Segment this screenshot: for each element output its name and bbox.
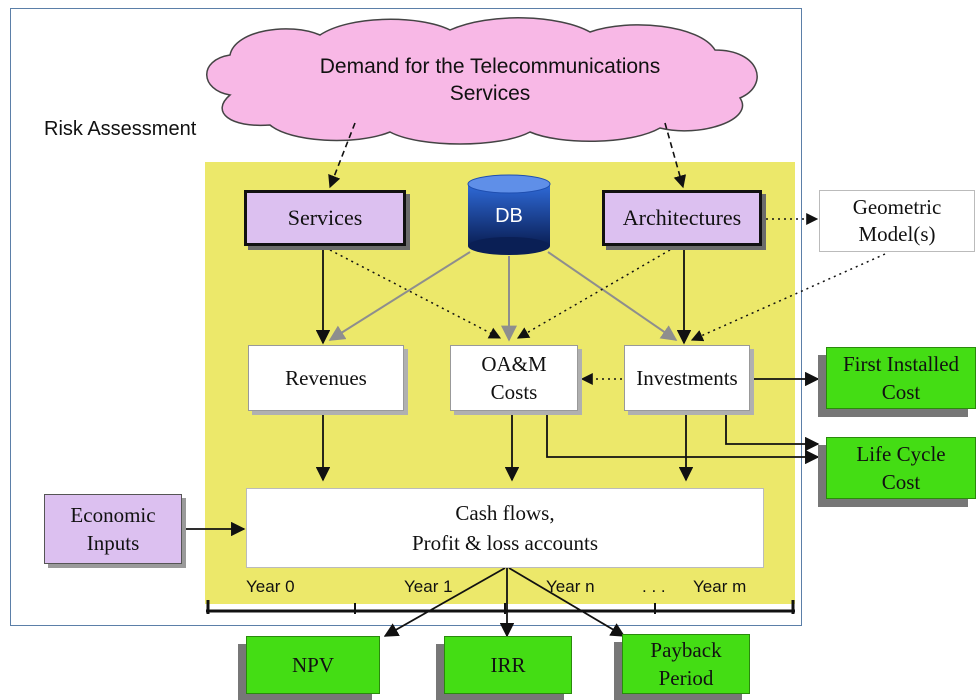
life-cycle-line1: Life Cycle [856, 442, 946, 466]
services-to-oam-dotted [329, 249, 502, 339]
demand-cloud-line1: Demand for the Telecommunications [319, 55, 661, 78]
payback-line1: Payback [650, 638, 722, 662]
geometric-line2: Model(s) [858, 222, 936, 246]
services-box: Services [244, 190, 406, 246]
year-dots-label: . . . [642, 577, 666, 596]
payback-period-box: Payback Period [622, 634, 750, 694]
oam-costs-box: OA&M Costs [450, 345, 578, 411]
economic-inputs-box: Economic Inputs [44, 494, 182, 564]
timeline-axis [206, 600, 795, 614]
oam-to-life-cycle-arrow [546, 414, 820, 465]
architectures-label: Architectures [622, 205, 742, 230]
year-n-label: Year n [546, 577, 595, 596]
revenues-box: Revenues [248, 345, 404, 411]
irr-label: IRR [490, 653, 526, 677]
npv-label: NPV [291, 653, 334, 677]
oam-line2: Costs [490, 380, 538, 404]
demand-cloud-line2: Services [449, 82, 531, 105]
year-0-label: Year 0 [246, 577, 295, 596]
investments-label: Investments [636, 365, 738, 390]
first-installed-line2: Cost [881, 380, 921, 404]
geometric-line1: Geometric [852, 195, 942, 219]
demand-cloud [206, 17, 758, 145]
revenues-label: Revenues [285, 365, 367, 390]
investments-box: Investments [624, 345, 750, 411]
risk-assessment-label: Risk Assessment [44, 118, 197, 140]
architectures-box: Architectures [602, 190, 762, 246]
cashflows-line2: Profit & loss accounts [411, 531, 599, 555]
demand-cloud-label: Demand for the Telecommunications Servic… [250, 50, 730, 110]
economic-line1: Economic [70, 503, 156, 527]
life-cycle-line2: Cost [881, 470, 921, 494]
oam-line1: OA&M [481, 352, 547, 376]
year-1-label: Year 1 [404, 577, 453, 596]
geometric-models-box: Geometric Model(s) [819, 190, 975, 252]
economic-line2: Inputs [86, 531, 140, 555]
services-label: Services [287, 205, 363, 230]
npv-box: NPV [246, 636, 380, 694]
payback-line2: Period [658, 666, 714, 690]
cloud-to-architectures-arrow [664, 122, 687, 189]
cashflows-line1: Cash flows, [455, 501, 555, 525]
year-m-label: Year m [693, 577, 747, 596]
first-installed-cost-box: First Installed Cost [826, 347, 976, 409]
life-cycle-cost-box: Life Cycle Cost [826, 437, 976, 499]
cashflows-to-npv-arrow [383, 567, 506, 637]
risk-assessment-frame [10, 8, 802, 626]
irr-box: IRR [444, 636, 572, 694]
architectures-to-oam-dotted [516, 249, 671, 339]
geometric-to-investments-dotted [690, 253, 886, 342]
db-label: DB [495, 204, 523, 227]
cloud-to-services-arrow [328, 122, 356, 189]
cashflows-to-payback-arrow [508, 567, 626, 637]
first-installed-line1: First Installed [842, 352, 960, 376]
investments-to-life-cycle-arrow [725, 414, 820, 452]
cashflows-box: Cash flows, Profit & loss accounts [246, 488, 764, 568]
db-to-revenues-arrow [328, 251, 471, 341]
db-to-investments-arrow [547, 251, 678, 341]
db-cylinder [467, 174, 551, 255]
